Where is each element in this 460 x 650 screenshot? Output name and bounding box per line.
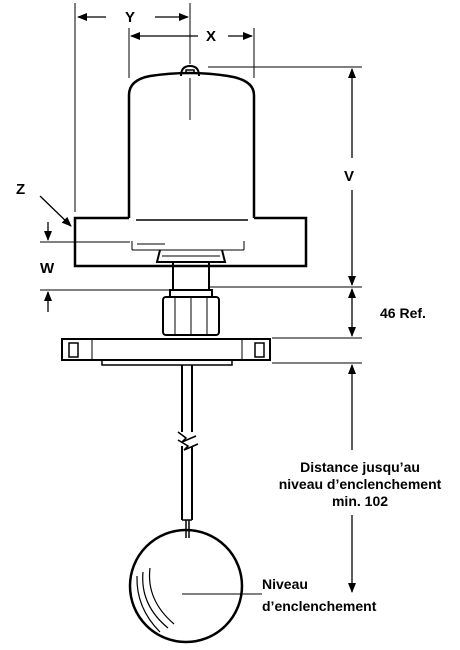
- label-v: V: [344, 168, 354, 185]
- label-46-ref: 46 Ref.: [380, 305, 426, 321]
- float-ball: [128, 528, 262, 644]
- label-distance-line3: min. 102: [332, 493, 388, 509]
- stem: [177, 365, 199, 538]
- label-niveau-line2: d’enclenchement: [262, 598, 377, 614]
- label-distance-line1: Distance jusqu’au: [300, 459, 420, 475]
- label-w: W: [40, 260, 55, 277]
- housing: [73, 64, 308, 268]
- label-z: Z: [16, 181, 25, 198]
- fitting: [155, 249, 227, 336]
- label-distance-line2: niveau d’enclenchement: [279, 476, 442, 492]
- mounting-flange: [61, 338, 271, 366]
- label-y: Y: [125, 9, 135, 26]
- label-niveau-line1: Niveau: [262, 576, 308, 592]
- label-x: X: [206, 28, 216, 45]
- dimension-lines: [39, 3, 362, 593]
